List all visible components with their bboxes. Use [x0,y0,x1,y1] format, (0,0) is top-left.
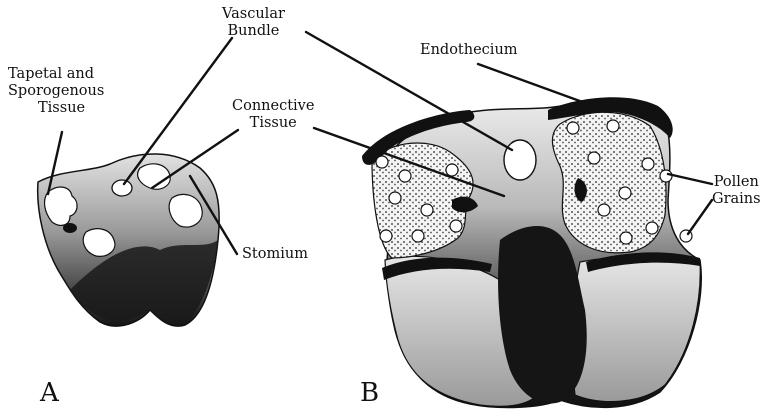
label-vascular-bundle: Vascular Bundle [222,6,285,40]
pollen-grain [412,230,424,242]
anther-b [362,97,701,407]
label-vascular-bundle-line1: Vascular [222,6,285,23]
pollen-grain [588,152,600,164]
label-tapetal-line1: Tapetal and [8,66,104,83]
pollen-grain [399,170,411,182]
pollen-grain [380,230,392,242]
leader-pollen-grains-lower [688,200,712,234]
pollen-grain [660,170,672,182]
label-tapetal-sporogenous-tissue: Tapetal and Sporogenous Tissue [8,66,104,117]
pollen-grain [567,122,579,134]
pollen-grain [646,222,658,234]
pollen-grain [421,204,433,216]
anther-b-vascular-bundle [504,140,536,180]
label-tapetal-line2: Sporogenous [8,83,104,100]
label-stomium: Stomium [242,246,308,263]
anther-a-vascular-bundle [112,180,132,196]
panel-label-b: B [360,378,379,408]
label-tapetal-line3: Tissue [8,100,104,117]
label-connective-tissue-line2: Tissue [232,115,314,132]
pollen-grain [620,232,632,244]
pollen-grain [446,164,458,176]
label-vascular-bundle-line2: Bundle [222,23,285,40]
leader-endothecium [478,64,588,104]
pollen-grain [607,120,619,132]
panel-label-a: A [40,378,59,408]
pollen-grain [389,192,401,204]
label-connective-tissue-line1: Connective [232,98,314,115]
pollen-grain [376,156,388,168]
label-connective-tissue: Connective Tissue [232,98,314,132]
pollen-grain [619,187,631,199]
label-pollen-grains-line2: Grains [712,191,761,208]
label-endothecium: Endothecium [420,42,518,59]
pollen-grain [598,204,610,216]
label-pollen-grains: Pollen Grains [712,174,761,208]
pollen-grain [642,158,654,170]
leader-pollen-grains-upper [668,174,712,184]
anther-b-lower-lobe-right [572,257,700,402]
label-pollen-grains-line1: Pollen [712,174,761,191]
anther-a-dark-spot [63,223,77,233]
pollen-grain [450,220,462,232]
